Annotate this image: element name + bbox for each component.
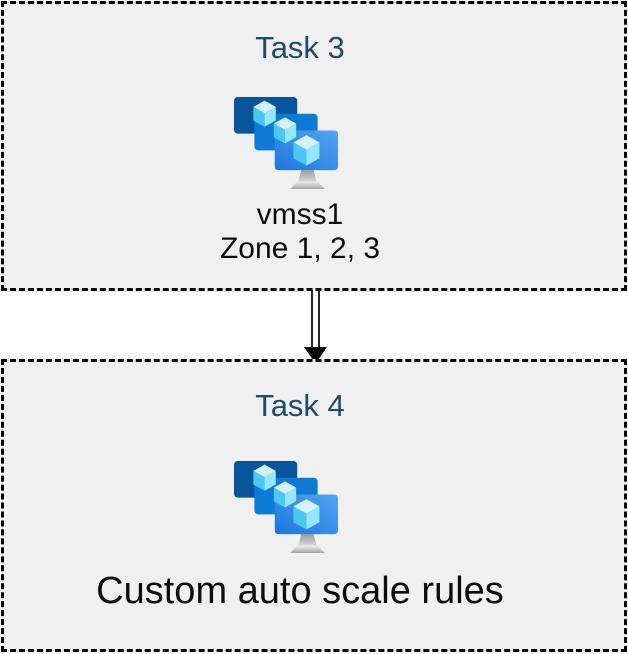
task3-title: Task 3 xyxy=(255,30,345,65)
vm-scale-set-icon xyxy=(234,461,338,553)
task4-title: Task 4 xyxy=(255,388,345,423)
vm-scale-set-icon xyxy=(234,97,338,189)
zones-label: Zone 1, 2, 3 xyxy=(219,232,381,265)
vmss-name-label: vmss1 xyxy=(256,198,344,231)
down-arrow-icon xyxy=(304,290,327,364)
autoscale-rules-label: Custom auto scale rules xyxy=(96,570,504,612)
